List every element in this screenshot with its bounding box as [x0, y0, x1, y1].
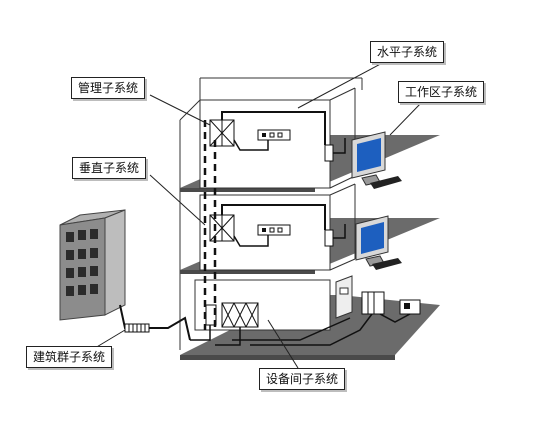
label-work-area-subsystem: 工作区子系统 [398, 81, 485, 103]
campus-cable [119, 304, 191, 341]
server-cabinet [335, 275, 353, 319]
floor-3-horizontal-cable [221, 111, 326, 145]
floor-3-wall-outlet [324, 144, 334, 162]
label-horizontal-subsystem: 水平子系统 [370, 41, 445, 63]
floor-2-horizontal-cable [221, 204, 326, 230]
label-vertical-subsystem: 垂直子系统 [72, 157, 147, 179]
label-management-subsystem: 管理子系统 [71, 77, 146, 99]
label-campus-subsystem: 建筑群子系统 [26, 346, 113, 368]
floor-2-wall-outlet [324, 229, 334, 247]
building-outline [179, 77, 363, 350]
label-equipment-room-subsystem: 设备间子系统 [259, 368, 346, 390]
vertical-backbone-cables [203, 120, 217, 330]
equipment-room-wall [194, 279, 331, 331]
floor-2 [180, 183, 440, 274]
office-building-icon [59, 209, 126, 321]
switch-rack [361, 291, 385, 315]
computer-icon [351, 131, 402, 189]
leader-lines [94, 59, 423, 369]
floor-3 [180, 87, 440, 192]
computer-icon [355, 215, 402, 270]
floor-1 [180, 275, 440, 360]
